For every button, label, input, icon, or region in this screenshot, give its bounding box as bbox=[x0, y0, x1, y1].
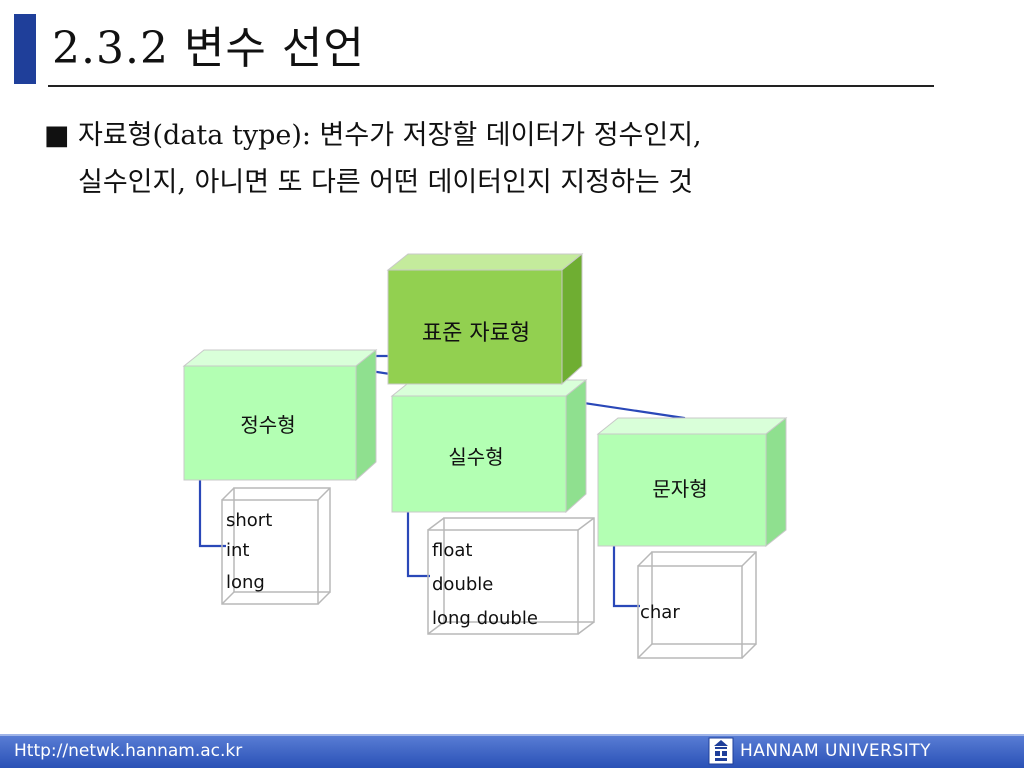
char-types-box bbox=[637, 551, 757, 659]
root-box bbox=[386, 252, 584, 386]
category-box-char bbox=[596, 416, 788, 548]
category-boxes bbox=[182, 348, 788, 548]
university-logo-icon bbox=[708, 737, 734, 765]
type-float: float bbox=[432, 540, 472, 561]
connector-int-types bbox=[198, 462, 226, 548]
category-box-int bbox=[182, 348, 378, 482]
root-label: 표준 자료형 bbox=[422, 321, 530, 346]
slide-title: 2.3.2 변수 선언 bbox=[52, 23, 365, 74]
type-int: int bbox=[226, 540, 249, 561]
title-underline bbox=[48, 85, 934, 87]
real-types-box bbox=[427, 517, 595, 635]
type-char: char bbox=[640, 602, 680, 623]
title-accent-bar bbox=[14, 14, 36, 84]
type-long: long bbox=[226, 572, 265, 593]
category-box-real bbox=[390, 378, 588, 514]
bullet-line-1: ■ 자료형(data type): 변수가 저장할 데이터가 정수인지, bbox=[44, 112, 984, 159]
footer-university-name: HANNAM UNIVERSITY bbox=[740, 741, 931, 761]
category-label-int: 정수형 bbox=[240, 413, 295, 437]
square-bullet-icon: ■ bbox=[44, 120, 70, 151]
type-short: short bbox=[226, 510, 272, 531]
type-double: double bbox=[432, 574, 493, 595]
footer-url: Http://netwk.hannam.ac.kr bbox=[14, 741, 243, 761]
bullet-line-1-text: 자료형(data type): 변수가 저장할 데이터가 정수인지, bbox=[78, 120, 702, 151]
type-long-double: long double bbox=[432, 608, 538, 629]
bullet-text: ■ 자료형(data type): 변수가 저장할 데이터가 정수인지, 실수인지… bbox=[44, 112, 984, 206]
type-boxes bbox=[221, 487, 757, 659]
bullet-line-2: 실수인지, 아니면 또 다른 어떤 데이터인지 지정하는 것 bbox=[78, 167, 694, 198]
int-types-box bbox=[221, 487, 331, 605]
category-label-char: 문자형 bbox=[652, 477, 707, 501]
footer-bar bbox=[0, 734, 1024, 768]
connector-char-types bbox=[612, 522, 640, 608]
footer-top-rule bbox=[0, 734, 1024, 736]
connector-real-types bbox=[406, 494, 430, 578]
category-label-real: 실수형 bbox=[448, 445, 503, 469]
